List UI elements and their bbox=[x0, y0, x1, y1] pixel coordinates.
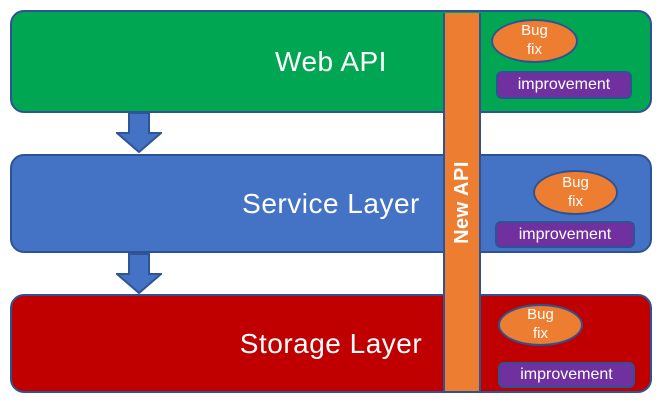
layer-web-api-title: Web API bbox=[275, 45, 387, 77]
bug-fix-badge: Bug fix bbox=[533, 170, 618, 215]
down-arrow-shape bbox=[116, 253, 162, 294]
layer-storage: Storage Layer Bug fix improvement bbox=[10, 294, 652, 393]
layer-service-title: Service Layer bbox=[242, 187, 420, 219]
improvement-badge: improvement bbox=[495, 221, 635, 248]
down-arrow-shape bbox=[116, 112, 162, 153]
improvement-label: improvement bbox=[518, 225, 612, 243]
down-arrow bbox=[116, 253, 162, 294]
improvement-label: improvement bbox=[517, 76, 611, 93]
bug-fix-label: Bug fix bbox=[527, 306, 554, 342]
improvement-label: improvement bbox=[520, 366, 613, 383]
bug-fix-badge: Bug fix bbox=[491, 19, 578, 63]
bug-fix-label: Bug fix bbox=[521, 22, 548, 58]
improvement-badge: improvement bbox=[498, 362, 635, 388]
layer-storage-title: Storage Layer bbox=[239, 327, 423, 359]
bug-fix-label: Bug fix bbox=[562, 173, 589, 210]
bug-fix-badge: Bug fix bbox=[498, 304, 583, 346]
new-api-label: New API bbox=[450, 160, 473, 244]
new-api-overlay-bar: New API bbox=[443, 13, 481, 391]
improvement-badge: improvement bbox=[496, 71, 632, 99]
layer-service: Service Layer Bug fix improvement bbox=[10, 154, 652, 253]
layer-web-api: Web API Bug fix improvement bbox=[10, 10, 652, 113]
down-arrow bbox=[116, 112, 162, 153]
